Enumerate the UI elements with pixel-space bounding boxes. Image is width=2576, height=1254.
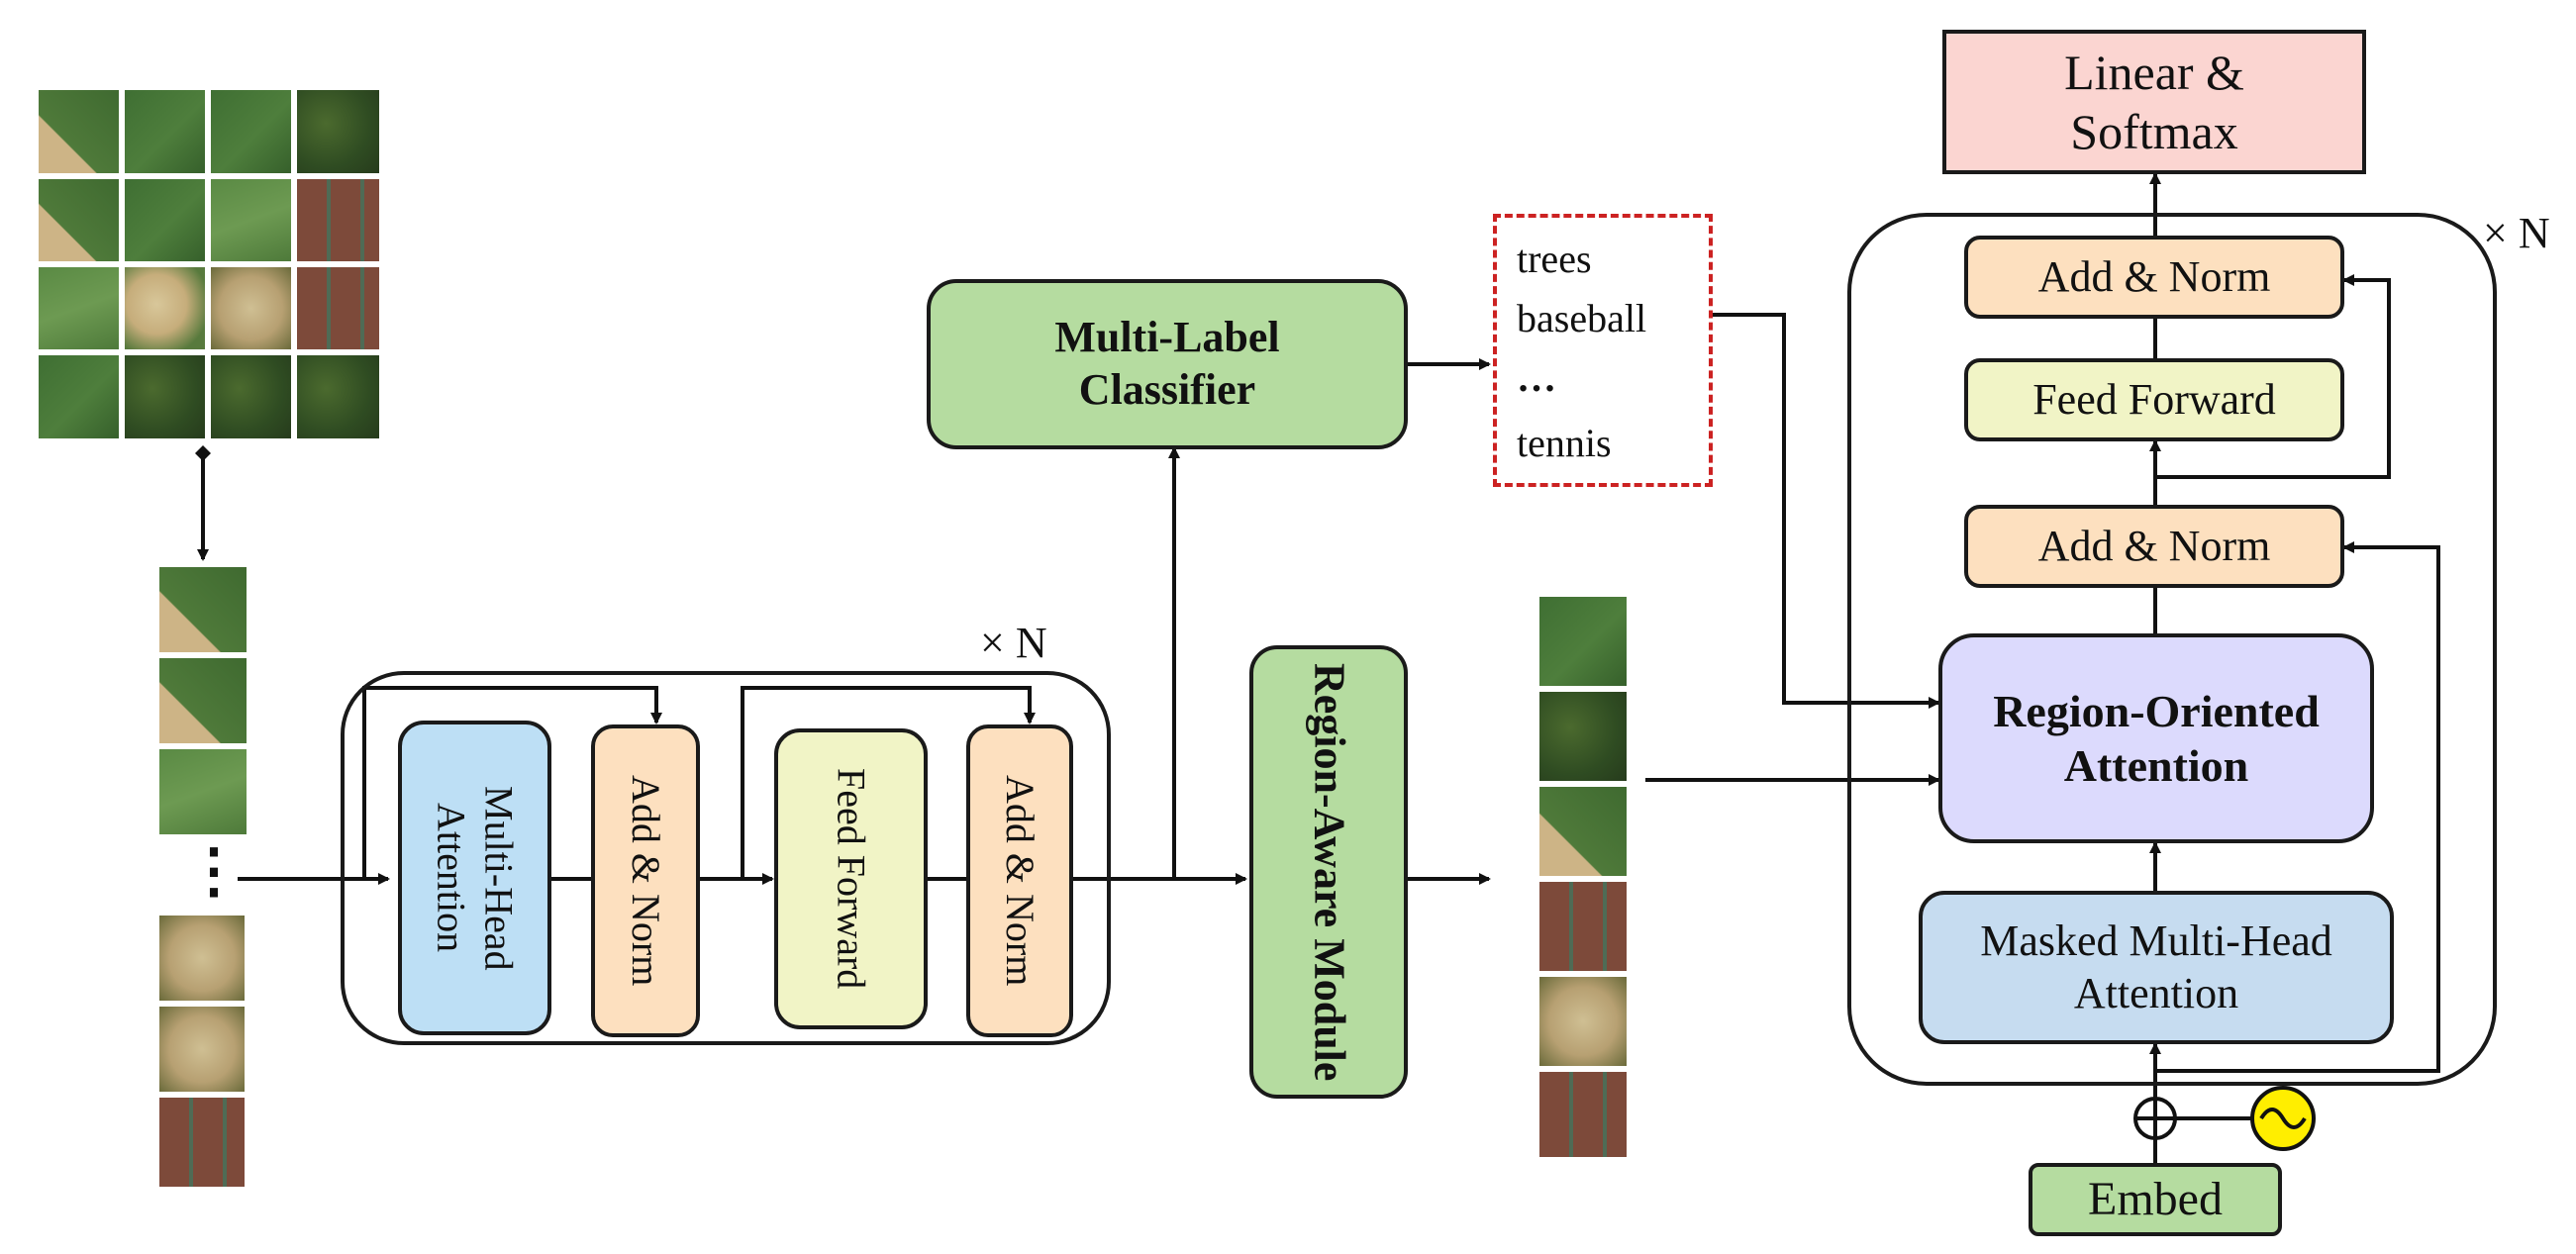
add-norm-mid-box: Add & Norm: [1964, 505, 2344, 588]
residual-1: [362, 686, 662, 879]
input-image-grid: [36, 87, 382, 441]
label-item: …: [1517, 355, 1556, 400]
feed-forward-decoder-box: Feed Forward: [1964, 358, 2344, 441]
add-norm-top-box: Add & Norm: [1964, 236, 2344, 319]
multi-label-classifier-box: Multi-Label Classifier: [927, 279, 1408, 449]
region-aware-module-box: Region-Aware Module: [1249, 645, 1408, 1099]
decoder-block: [1847, 213, 2497, 1086]
encoder-repeat-label: × N: [980, 619, 1047, 667]
linear-softmax-box: Linear & Softmax: [1942, 30, 2366, 174]
label-item: trees: [1517, 237, 1592, 281]
label-item: tennis: [1517, 421, 1612, 465]
residual-mid: [2155, 541, 2440, 1073]
add-norm-box-2: Add & Norm: [966, 724, 1073, 1037]
labels-to-roa-arrow: [1711, 313, 1940, 709]
feed-forward-box: Feed Forward: [774, 728, 928, 1029]
region-oriented-attention-box: Region-Oriented Attention: [1938, 633, 2374, 843]
label-item: baseball: [1517, 296, 1647, 340]
positional-encoding-icon: [2250, 1086, 2316, 1151]
predicted-labels-box: [1493, 214, 1713, 487]
embed-box: Embed: [2029, 1163, 2282, 1236]
masked-multi-head-attention-box: Masked Multi-Head Attention: [1919, 891, 2394, 1044]
residual-top: [2155, 274, 2391, 479]
add-circle-icon: [2133, 1097, 2177, 1140]
decoder-repeat-label: × N: [2483, 209, 2550, 257]
add-norm-box-1: Add & Norm: [591, 724, 700, 1037]
patch-ellipsis: ⋮: [184, 838, 244, 904]
multi-head-attention-box: Multi-Head Attention: [398, 721, 551, 1035]
residual-2: [741, 686, 1036, 879]
encoder-block: [341, 671, 1111, 1045]
